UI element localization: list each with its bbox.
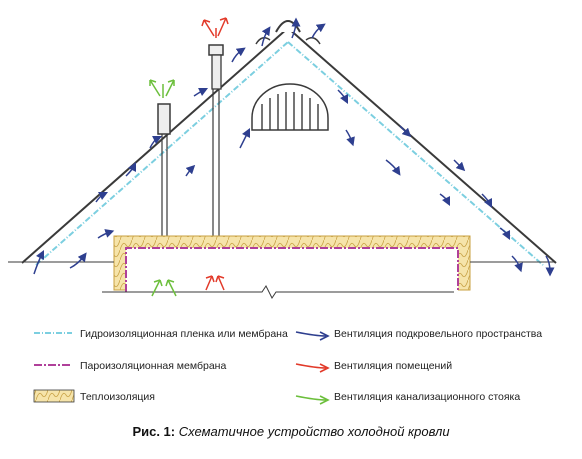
vapor-membrane-line [125, 247, 459, 292]
caption-text: Схематичное устройство холодной кровли [178, 424, 450, 439]
legend-attic-label: Вентиляция подкровельного пространства [334, 328, 542, 340]
legend-attic-ventilation: Вентиляция подкровельного пространства [295, 328, 542, 341]
roof-left-slope [21, 27, 289, 264]
legend-room-ventilation: Вентиляция помещений [295, 360, 452, 373]
room-vent-pipe [208, 44, 224, 267]
room-ventilation-arrows [201, 17, 229, 291]
figure-caption: Рис. 1: Схематичное устройство холодной … [0, 424, 582, 439]
floor-line [102, 285, 454, 299]
legend-sewer-ventilation: Вентиляция канализационного стояка [295, 391, 520, 405]
legend-sewer-label: Вентиляция канализационного стояка [334, 391, 520, 403]
legend-room-label: Вентиляция помещений [334, 360, 452, 372]
legend-vapor-membrane: Пароизоляционная мембрана [34, 360, 226, 372]
roof [21, 20, 557, 266]
legend-vapor-label: Пароизоляционная мембрана [80, 360, 226, 372]
ceiling-insulation [113, 235, 471, 292]
legend-waterproof-label: Гидроизоляционная пленка или мембрана [80, 328, 288, 340]
dormer-vent [251, 83, 329, 131]
sewer-ventilation-arrows [149, 79, 177, 297]
legend-insulation-label: Теплоизоляция [80, 391, 155, 403]
legend: Гидроизоляционная пленка или мембрана Па… [33, 328, 542, 405]
caption-label: Рис. 1: [132, 424, 176, 439]
legend-waterproof-membrane: Гидроизоляционная пленка или мембрана [34, 328, 288, 340]
legend-insulation: Теплоизоляция [33, 389, 155, 403]
roof-right-slope [287, 27, 557, 264]
waterproof-membrane-right [287, 41, 544, 266]
attic-ventilation-arrows [33, 17, 555, 277]
